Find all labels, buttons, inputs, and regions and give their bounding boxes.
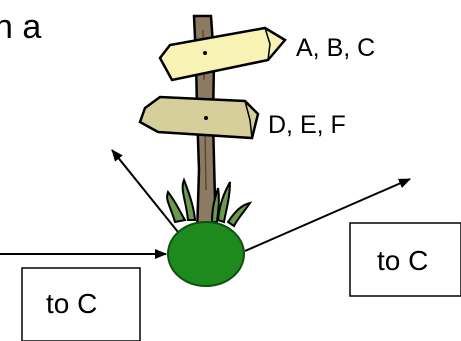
bottom-sign — [138, 95, 260, 140]
arrow-right — [244, 178, 411, 252]
right-box-label: to C — [377, 245, 428, 276]
left-box-label: to C — [46, 288, 97, 319]
top-sign-tip-fold — [264, 27, 271, 61]
right-box: to C — [349, 222, 461, 297]
arrow-upper-left — [111, 149, 179, 233]
bottom-sign-label: D, E, F — [268, 111, 346, 139]
bottom-sign-nail — [204, 116, 208, 120]
signpost — [138, 14, 287, 237]
top-sign — [158, 26, 287, 82]
router-node — [167, 221, 245, 287]
top-sign-nail — [203, 51, 207, 55]
bottom-sign-edge — [244, 100, 253, 139]
title-fragment: n a — [0, 8, 41, 46]
top-sign-label: A, B, C — [296, 34, 375, 62]
grass-tuft — [166, 177, 253, 228]
left-box: to C — [21, 267, 141, 341]
